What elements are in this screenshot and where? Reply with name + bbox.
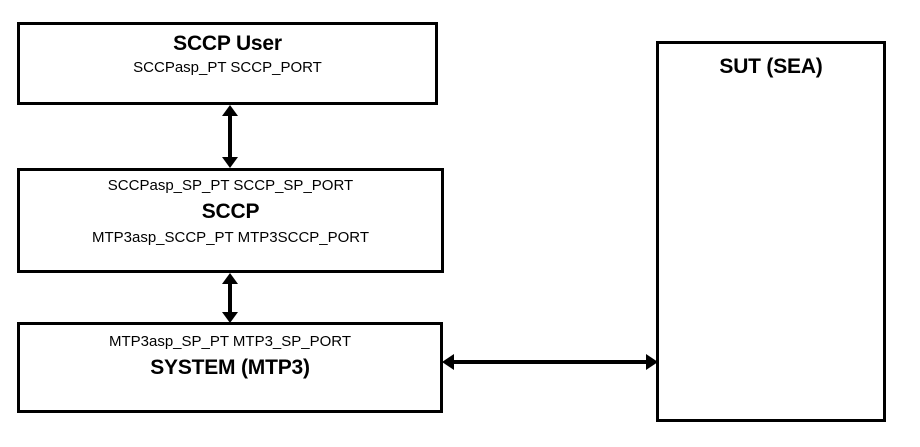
block-system-mtp3-title: SYSTEM (MTP3) — [150, 356, 310, 379]
block-sccp-title: SCCP — [201, 200, 260, 223]
block-sut-title: SUT (SEA) — [719, 55, 823, 78]
block-system-mtp3-ports: MTP3asp_SP_PT MTP3_SP_PORT — [108, 333, 352, 350]
block-sccp-ports-lower: MTP3asp_SCCP_PT MTP3SCCP_PORT — [91, 229, 370, 246]
arrowhead-down-icon — [222, 312, 238, 323]
block-sut: SUT (SEA) — [656, 41, 886, 422]
connector-shaft — [228, 113, 232, 160]
block-sccp: SCCPasp_SP_PT SCCP_SP_PORT SCCP MTP3asp_… — [17, 168, 444, 273]
connector-shaft — [228, 281, 232, 315]
block-sccp-user: SCCP User SCCPasp_PT SCCP_PORT — [17, 22, 438, 105]
arrowhead-up-icon — [222, 273, 238, 284]
connector-sccp-to-system-arrow-icon — [222, 273, 238, 323]
arrowhead-down-icon — [222, 157, 238, 168]
block-sccp-user-title: SCCP User — [173, 32, 282, 55]
connector-system-to-sut-arrow-icon — [442, 354, 658, 370]
block-sccp-user-ports: SCCPasp_PT SCCP_PORT — [133, 59, 322, 76]
arrowhead-left-icon — [442, 354, 454, 370]
block-sccp-ports-upper: SCCPasp_SP_PT SCCP_SP_PORT — [107, 177, 354, 194]
connector-shaft — [451, 360, 649, 364]
connector-sccp-user-to-sccp-arrow-icon — [222, 105, 238, 168]
arrowhead-right-icon — [646, 354, 658, 370]
arrowhead-up-icon — [222, 105, 238, 116]
block-system-mtp3: MTP3asp_SP_PT MTP3_SP_PORT SYSTEM (MTP3) — [17, 322, 443, 413]
